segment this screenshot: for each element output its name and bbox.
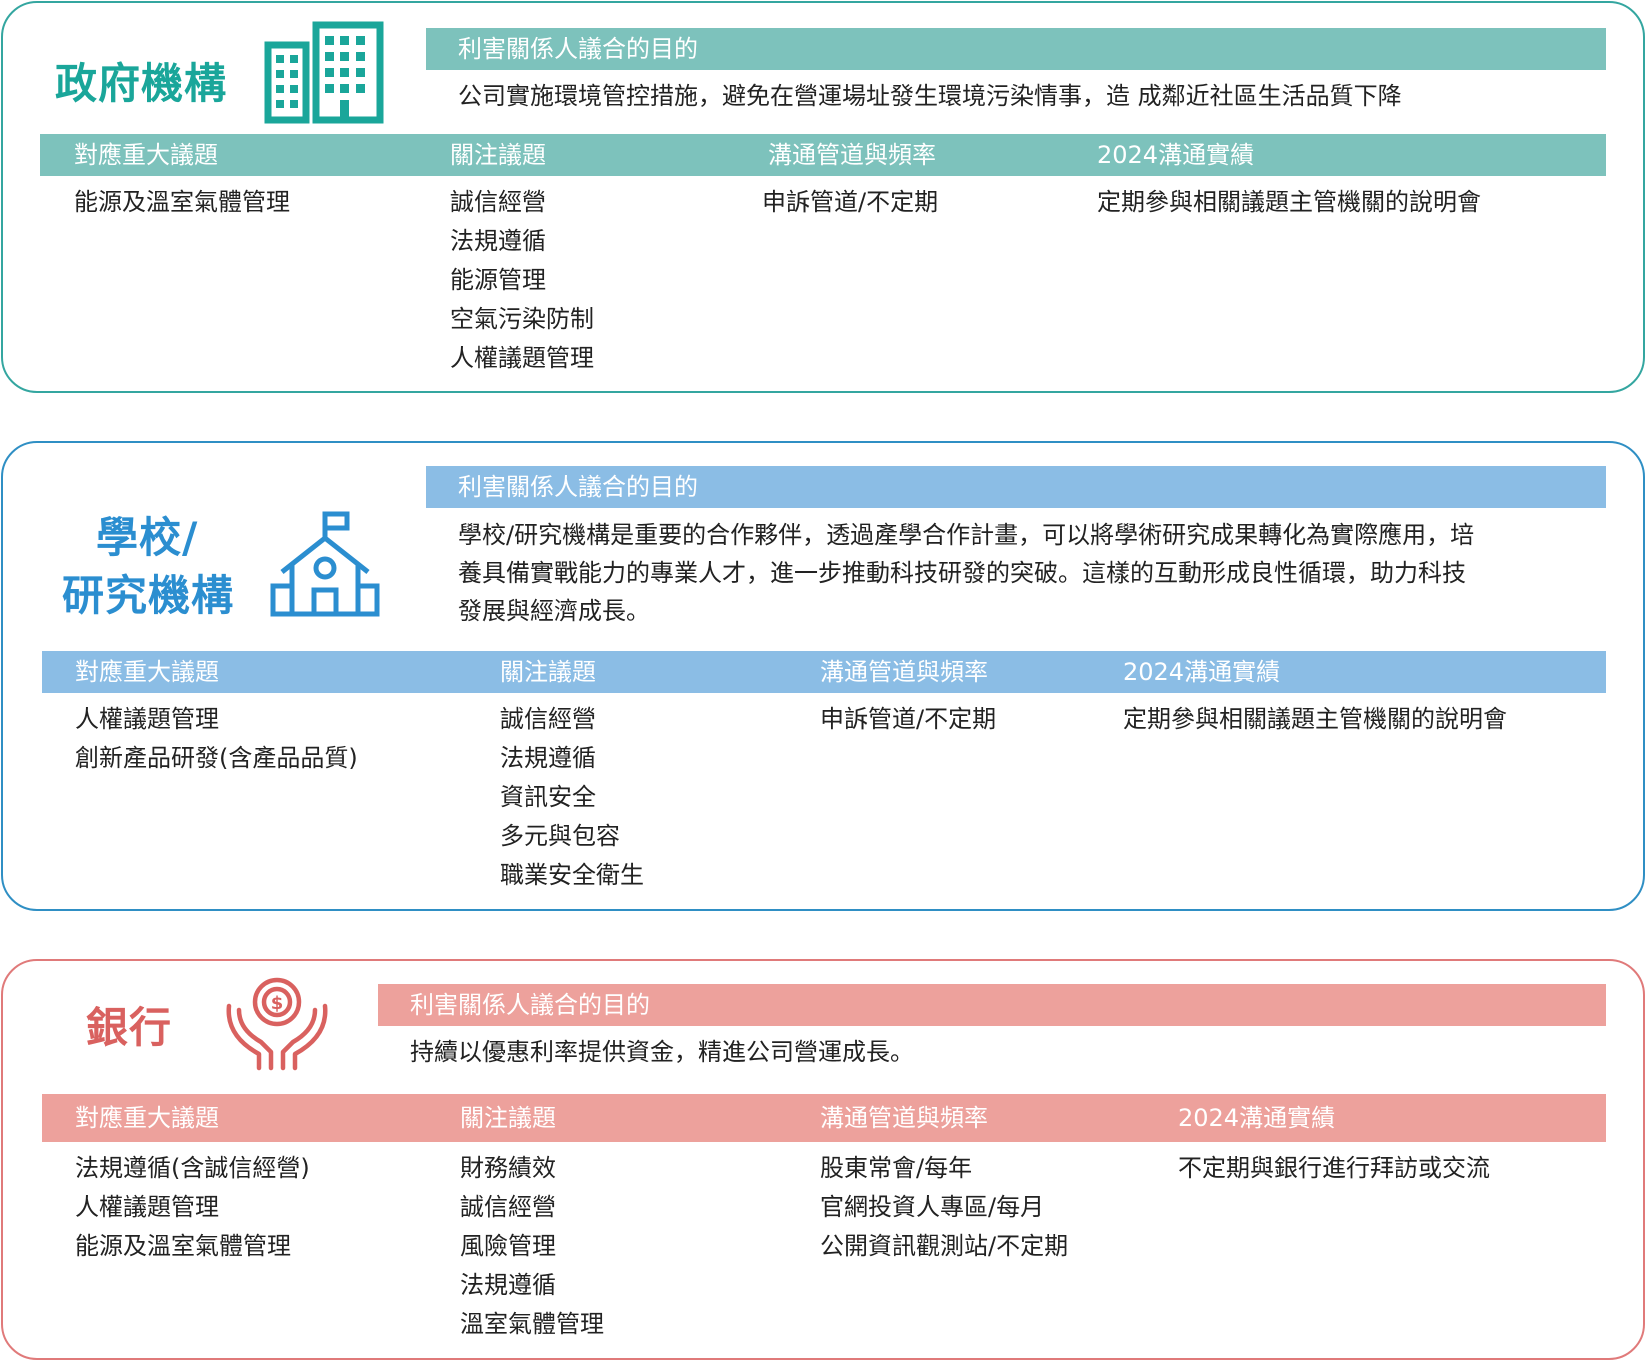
- bank-channels: 股東常會/每年 官網投資人專區/每月 公開資訊觀測站/不定期: [820, 1149, 1068, 1266]
- list-item: 定期參與相關議題主管機關的說明會: [1123, 705, 1507, 733]
- government-focus-topics: 誠信經營 法規遵循 能源管理 空氣污染防制 人權議題管理: [450, 183, 594, 378]
- list-item: 人權議題管理: [450, 344, 594, 372]
- school-table-header: 對應重大議題 關注議題 溝通管道與頻率 2024溝通實績: [42, 651, 1606, 693]
- bank-table-header: 對應重大議題 關注議題 溝通管道與頻率 2024溝通實績: [42, 1094, 1606, 1142]
- list-item: 空氣污染防制: [450, 305, 594, 333]
- header-results: 2024溝通實績: [1178, 1104, 1336, 1132]
- school-results: 定期參與相關議題主管機關的說明會: [1123, 700, 1507, 739]
- list-item: 能源及溫室氣體管理: [75, 1232, 291, 1260]
- list-item: 資訊安全: [500, 783, 596, 811]
- header-material-topics: 對應重大議題: [75, 658, 219, 686]
- school-purpose-label: 利害關係人議合的目的: [426, 466, 1606, 508]
- bank-purpose-text: 持續以優惠利率提供資金，精進公司營運成長。: [410, 1038, 914, 1066]
- list-item: 財務績效: [460, 1154, 556, 1182]
- svg-text:$: $: [271, 993, 284, 1014]
- header-material-topics: 對應重大議題: [75, 1104, 219, 1132]
- list-item: 申訴管道/不定期: [762, 188, 939, 216]
- hands-coin-icon: $: [226, 977, 328, 1071]
- bank-results: 不定期與銀行進行拜訪或交流: [1178, 1149, 1490, 1188]
- list-item: 不定期與銀行進行拜訪或交流: [1178, 1154, 1490, 1182]
- header-channels: 溝通管道與頻率: [820, 1104, 988, 1132]
- list-item: 人權議題管理: [75, 1193, 219, 1221]
- list-item: 職業安全衛生: [500, 861, 644, 889]
- list-item: 法規遵循: [450, 227, 546, 255]
- school-focus-topics: 誠信經營 法規遵循 資訊安全 多元與包容 職業安全衛生: [500, 700, 644, 895]
- list-item: 溫室氣體管理: [460, 1310, 604, 1338]
- government-channels: 申訴管道/不定期: [762, 183, 938, 222]
- government-purpose-label: 利害關係人議合的目的: [426, 28, 1606, 70]
- header-focus-topics: 關注議題: [450, 141, 546, 169]
- office-building-icon: [264, 21, 384, 124]
- header-results: 2024溝通實績: [1123, 658, 1281, 686]
- list-item: 誠信經營: [460, 1193, 556, 1221]
- list-item: 誠信經營: [500, 705, 596, 733]
- government-material-topics: 能源及溫室氣體管理: [74, 183, 290, 222]
- government-results: 定期參與相關議題主管機關的說明會: [1097, 183, 1481, 222]
- bank-title: 銀行: [86, 1003, 173, 1052]
- school-channels: 申訴管道/不定期: [820, 700, 996, 739]
- school-title-line1: 學校/: [96, 513, 199, 562]
- list-item: 股東常會/每年: [820, 1154, 973, 1182]
- school-icon: [270, 511, 380, 617]
- list-item: 法規遵循: [500, 744, 596, 772]
- list-item: 法規遵循(含誠信經營): [75, 1154, 310, 1182]
- list-item: 創新產品研發(含產品品質): [75, 744, 358, 772]
- header-results: 2024溝通實績: [1097, 141, 1255, 169]
- purpose-line: 發展與經濟成長。: [458, 597, 650, 625]
- list-item: 多元與包容: [500, 822, 620, 850]
- list-item: 誠信經營: [450, 188, 546, 216]
- list-item: 能源及溫室氣體管理: [74, 188, 290, 216]
- purpose-line: 養具備實戰能力的專業人才，進一步推動科技研發的突破。這樣的互動形成良性循環，助力…: [458, 559, 1466, 587]
- list-item: 法規遵循: [460, 1271, 556, 1299]
- government-table-header: 對應重大議題 關注議題 溝通管道與頻率 2024溝通實績: [40, 134, 1606, 176]
- school-title-line2: 研究機構: [62, 571, 235, 620]
- school-material-topics: 人權議題管理 創新產品研發(含產品品質): [75, 700, 358, 778]
- school-purpose-text: 學校/研究機構是重要的合作夥伴，透過產學合作計畫，可以將學術研究成果轉化為實際應…: [458, 516, 1608, 630]
- government-purpose-text: 公司實施環境管控措施，避免在營運場址發生環境污染情事，造 成鄰近社區生活品質下降: [458, 82, 1402, 110]
- government-title: 政府機構: [55, 59, 228, 108]
- header-focus-topics: 關注議題: [500, 658, 596, 686]
- bank-focus-topics: 財務績效 誠信經營 風險管理 法規遵循 溫室氣體管理: [460, 1149, 604, 1344]
- list-item: 人權議題管理: [75, 705, 219, 733]
- list-item: 申訴管道/不定期: [820, 705, 997, 733]
- list-item: 定期參與相關議題主管機關的說明會: [1097, 188, 1481, 216]
- list-item: 能源管理: [450, 266, 546, 294]
- header-channels: 溝通管道與頻率: [768, 141, 936, 169]
- header-focus-topics: 關注議題: [460, 1104, 556, 1132]
- list-item: 風險管理: [460, 1232, 556, 1260]
- header-material-topics: 對應重大議題: [74, 141, 218, 169]
- list-item: 官網投資人專區/每月: [820, 1193, 1045, 1221]
- header-channels: 溝通管道與頻率: [820, 658, 988, 686]
- bank-material-topics: 法規遵循(含誠信經營) 人權議題管理 能源及溫室氣體管理: [75, 1149, 310, 1266]
- bank-purpose-label: 利害關係人議合的目的: [378, 984, 1606, 1026]
- purpose-line: 學校/研究機構是重要的合作夥伴，透過產學合作計畫，可以將學術研究成果轉化為實際應…: [458, 521, 1475, 549]
- list-item: 公開資訊觀測站/不定期: [820, 1232, 1069, 1260]
